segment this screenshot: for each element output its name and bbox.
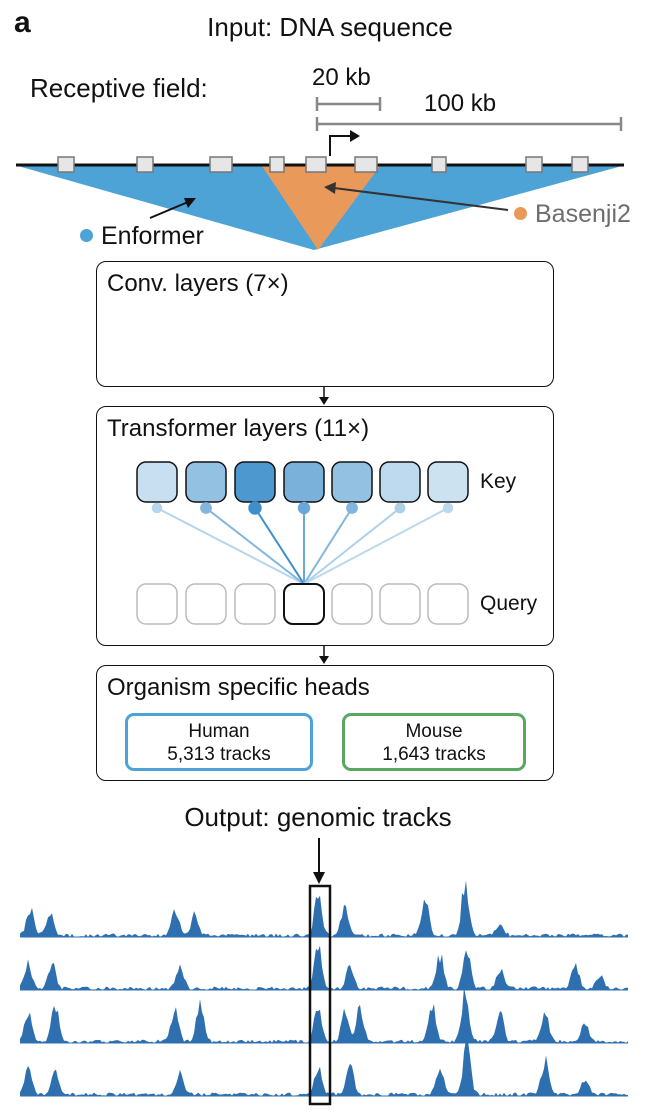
- key-token: [331, 461, 373, 503]
- attention-weight-line: [303, 507, 449, 585]
- query-token: [331, 583, 373, 625]
- scale-100kb-label: 100 kb: [424, 90, 497, 117]
- enformer-pointer-arrow: [149, 198, 196, 219]
- basenji-dot-icon: [514, 207, 527, 220]
- attention-node: [200, 502, 212, 514]
- key-label: Key: [480, 470, 517, 493]
- transformer-layers-box: Transformer layers (11×): [96, 406, 554, 646]
- dna-element-box: [431, 156, 447, 173]
- organism-heads-title: Organism specific heads: [107, 674, 370, 701]
- attention-weight-line: [156, 507, 305, 585]
- basenji-pointer-arrow: [324, 182, 509, 211]
- input-title: Input: DNA sequence: [207, 12, 453, 42]
- attention-weight-line: [205, 507, 305, 585]
- query-token: [185, 583, 227, 625]
- panel-label: a: [14, 6, 31, 39]
- dna-element-box: [571, 156, 589, 173]
- key-token: [136, 461, 178, 503]
- scale-20kb-label: 20 kb: [312, 64, 371, 91]
- query-token: [427, 583, 469, 625]
- mouse-head: Mouse 1,643 tracks: [342, 713, 526, 771]
- attention-weight-line: [303, 507, 401, 585]
- mouse-head-name: Mouse: [405, 721, 463, 742]
- attention-node: [297, 501, 311, 515]
- flow-arrow-2: [319, 646, 329, 664]
- dna-element-box: [136, 156, 154, 173]
- tss-highlight-box: [308, 884, 332, 1106]
- attention-node: [346, 502, 358, 514]
- query-token-active: [283, 583, 325, 625]
- mouse-head-tracks: 1,643 tracks: [382, 744, 486, 765]
- human-head: Human 5,313 tracks: [125, 713, 313, 771]
- dna-element-box: [525, 156, 543, 173]
- basenji-label: Basenji2: [535, 200, 631, 228]
- attention-node: [248, 501, 262, 515]
- dna-sequence-elements: [57, 156, 589, 173]
- genomic-tracks: [20, 880, 628, 1097]
- dna-element-box: [57, 156, 75, 173]
- flow-arrow-output: [313, 838, 325, 884]
- query-token: [136, 583, 178, 625]
- genomic-track: [20, 945, 628, 990]
- attention-node: [151, 502, 163, 514]
- human-head-tracks: 5,313 tracks: [167, 744, 271, 765]
- genomic-track: [20, 986, 628, 1043]
- genomic-track: [20, 880, 628, 937]
- attention-node: [394, 502, 406, 514]
- tss-arrowhead-icon: [350, 130, 360, 142]
- key-token: [185, 461, 227, 503]
- genomic-track: [20, 1039, 628, 1096]
- query-token: [234, 583, 276, 625]
- conv-layers-box: Conv. layers (7×): [96, 261, 554, 387]
- dna-element-box: [305, 156, 327, 173]
- key-token: [427, 461, 469, 503]
- dna-element-box: [209, 156, 233, 173]
- human-head-name: Human: [188, 721, 250, 742]
- conv-layers-title: Conv. layers (7×): [107, 270, 289, 297]
- key-token: [379, 461, 421, 503]
- enformer-dot-icon: [80, 229, 93, 242]
- attention-diagram: [136, 461, 469, 625]
- scale-bar-20kb: [315, 97, 382, 111]
- attention-weight-line: [254, 507, 305, 585]
- transformer-layers-title: Transformer layers (11×): [107, 415, 370, 442]
- output-title: Output: genomic tracks: [184, 802, 452, 832]
- flow-arrow-1: [319, 387, 329, 405]
- basenji-legend: Basenji2: [514, 200, 631, 229]
- organism-heads-box: Organism specific heads Human 5,313 trac…: [96, 665, 554, 781]
- enformer-legend: Enformer: [80, 222, 204, 251]
- dna-element-box: [269, 156, 285, 173]
- query-token: [379, 583, 421, 625]
- query-label: Query: [480, 592, 538, 615]
- basenji-receptive-field: [262, 166, 380, 250]
- scale-bar-100kb: [315, 117, 623, 131]
- receptive-field-label: Receptive field:: [30, 73, 208, 103]
- attention-node: [442, 502, 454, 514]
- enformer-label: Enformer: [101, 222, 204, 250]
- tss-arrow-icon: [329, 135, 352, 156]
- attention-weight-line: [303, 507, 353, 585]
- dna-element-box: [354, 156, 378, 173]
